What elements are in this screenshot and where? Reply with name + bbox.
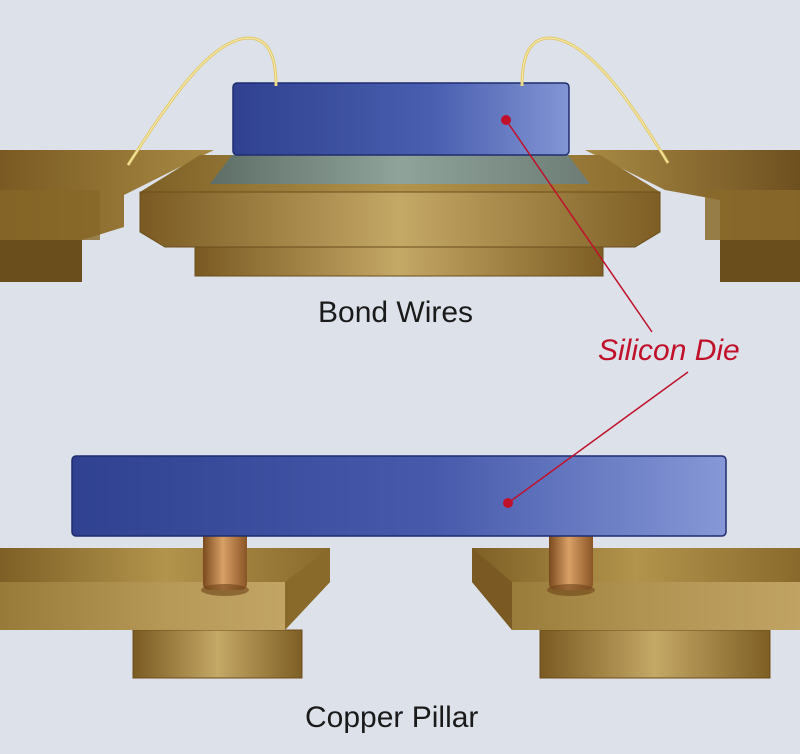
lower-pedestal	[194, 246, 604, 277]
copper-pillar-assembly	[0, 455, 800, 679]
copper-pillar-right-solder	[547, 584, 595, 596]
left-pad-side	[285, 548, 330, 630]
right-lead-front	[705, 190, 800, 240]
right-pad-side	[472, 548, 512, 630]
left-lead-front	[0, 190, 100, 240]
die-attach-epoxy	[210, 155, 590, 184]
leader-dot-bottom	[503, 498, 513, 508]
bond-wire-left-highlight	[127, 37, 277, 166]
silicon-die-bottom	[71, 455, 727, 537]
left-lead-lower	[0, 240, 82, 282]
copper-pillar-label: Copper Pillar	[305, 701, 479, 734]
silicon-die-label: Silicon Die	[598, 334, 740, 367]
bond-wire-right-highlight	[521, 37, 669, 164]
leader-line-bottom	[507, 371, 689, 504]
die-paddle-front	[139, 191, 661, 248]
bond-wire-assembly	[0, 36, 800, 282]
right-lead-lower	[720, 240, 800, 282]
copper-pillar-left-solder	[201, 584, 249, 596]
callout-leaders	[501, 115, 689, 508]
leader-dot-top	[501, 115, 511, 125]
copper-pillar-left	[203, 530, 247, 590]
copper-pillar-right	[549, 530, 593, 590]
left-pad-base	[132, 629, 303, 679]
leader-line-top	[505, 119, 653, 333]
bond-wires-label: Bond Wires	[318, 296, 474, 329]
silicon-die-top	[232, 82, 570, 156]
right-pad-base	[539, 629, 771, 679]
